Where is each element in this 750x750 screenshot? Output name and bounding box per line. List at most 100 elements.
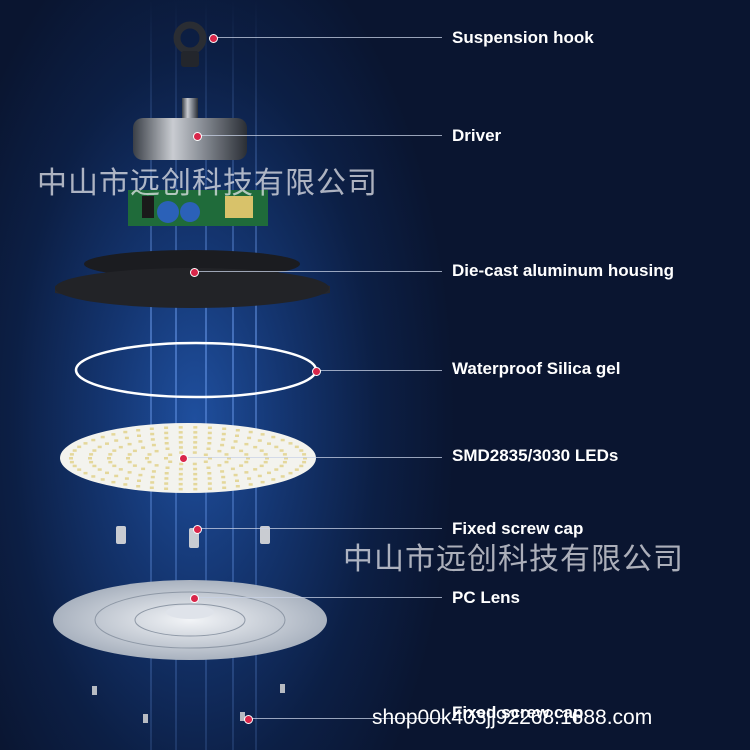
led-chip [227,457,231,460]
leader-line [193,597,442,598]
led-chip [247,477,252,480]
silica-gel-ring [74,341,318,399]
led-chip [138,440,143,443]
led-chip [271,435,276,439]
led-chip [178,426,183,429]
led-chip [178,431,183,434]
led-chip [260,480,265,484]
led-chip [164,487,169,490]
led-chip [126,457,130,460]
led-chip [230,446,235,449]
led-chip [108,460,113,464]
led-chip [179,462,184,466]
led-chip [137,434,141,437]
led-chip [72,464,77,468]
led-chip [224,460,229,464]
led-chip [97,445,102,449]
led-chip [274,468,279,471]
marker-dot [189,267,199,277]
led-chip [302,460,307,464]
company-watermark: 中山市远创科技有限公司 [343,543,684,576]
led-chip [248,430,253,434]
led-chip [149,427,154,430]
led-chip [239,449,244,453]
led-chip [235,429,240,432]
led-chip [221,438,226,441]
leader-line [196,528,442,529]
led-chip [294,468,299,471]
led-chip [127,460,132,464]
marker-dot [311,366,321,376]
label-pc-lens: PC Lens [452,588,521,607]
leader-line [196,271,442,272]
led-chip [151,443,156,447]
led-chip [208,457,212,460]
led-chip [253,445,258,449]
led-chip [89,460,94,464]
led-chip [127,453,132,456]
led-chip [217,449,222,453]
led-chip [178,487,183,491]
marker-dot [243,714,253,724]
led-chip [127,471,132,474]
led-chip [149,486,154,489]
led-chip [164,431,169,435]
led-chip [179,451,184,454]
led-chip [284,457,288,460]
led-chip [279,464,284,468]
led-chip [137,479,141,482]
led-chip [246,457,250,460]
led-chip [220,443,225,447]
led-chip [154,464,159,467]
suspension-hook [173,21,207,67]
led-chip [253,468,258,471]
led-chip [97,468,102,471]
led-chip [164,442,169,445]
led-chip [207,431,212,435]
led-chip [206,466,211,469]
led-chip [235,479,239,482]
led-chip [302,453,307,456]
led-chip [239,464,244,467]
led-chip [233,473,238,477]
led-board [60,423,316,493]
led-chip [77,468,82,471]
label-suspension-hook: Suspension hook [452,28,594,47]
led-chip [257,474,262,478]
led-chip [207,477,212,480]
led-chip [193,482,198,486]
led-chip [141,467,146,471]
leader-line [212,37,442,38]
led-chip [207,442,212,445]
led-chip [83,471,88,475]
led-chip [220,470,225,473]
led-chip [105,471,109,475]
led-chip [69,453,74,456]
label-driver: Driver [452,126,502,145]
led-chip [233,440,238,443]
led-chip [259,464,264,468]
marker-dot [208,33,218,43]
led-chip [92,449,97,452]
led-chip [105,442,109,445]
led-chip [221,432,226,436]
led-chip [132,464,137,467]
led-chip [224,453,229,456]
led-chip [165,447,170,450]
led-chip [193,477,198,481]
aluminum-housing [55,250,330,308]
led-chip [145,457,149,460]
led-chip [150,475,155,479]
led-chip [303,457,307,460]
led-chip [207,482,212,485]
led-chip [178,441,183,444]
shop-url: shop00k403jj92268.1688.com [372,706,653,729]
led-chip [207,436,212,440]
led-chip [282,460,287,464]
led-chip [118,445,123,449]
led-chip [88,457,92,460]
led-chip [203,460,208,463]
led-chip [168,460,173,463]
led-chip [267,442,271,445]
